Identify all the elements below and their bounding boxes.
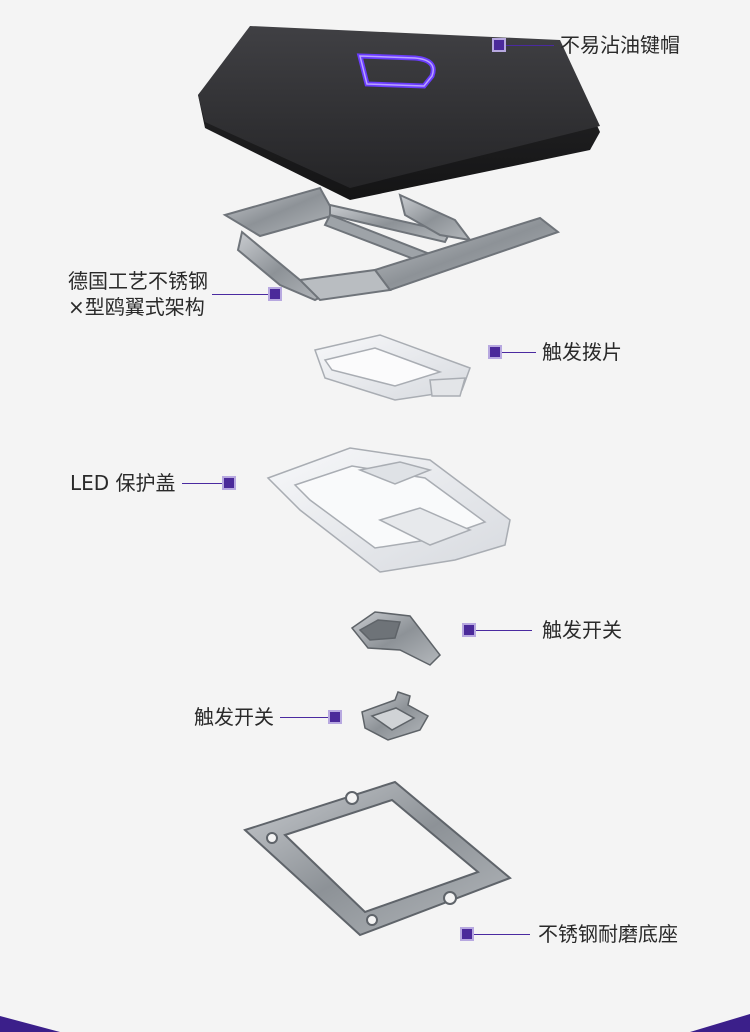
- leader-line: [181, 482, 222, 484]
- leader-line: [476, 629, 532, 631]
- led-cover: [266, 447, 511, 573]
- leader-line: [506, 44, 554, 46]
- trigger-switch-right: [350, 611, 441, 666]
- trigger-paddle: [314, 334, 471, 401]
- label-keycap: 不易沾油键帽: [560, 33, 680, 57]
- steel-base: [243, 780, 512, 937]
- callout-led-cover: LED 保护盖: [70, 470, 236, 496]
- leader-line: [212, 293, 268, 295]
- label-led-cover: LED 保护盖: [70, 471, 176, 495]
- label-frame-line1: 德国工艺不锈钢: [68, 269, 208, 293]
- marker-dot: [462, 623, 476, 637]
- marker-dot: [492, 38, 506, 52]
- leader-line: [280, 716, 328, 718]
- marker-dot: [460, 927, 474, 941]
- corner-accent-right: [690, 1014, 750, 1032]
- callout-switch-left: 触发开关: [194, 704, 342, 730]
- scissor-frame: [222, 186, 561, 302]
- keycap: [198, 26, 600, 200]
- callout-base: 不锈钢耐磨底座: [460, 921, 678, 947]
- trigger-switch-left: [361, 691, 430, 741]
- leader-line: [502, 351, 536, 353]
- marker-dot: [488, 345, 502, 359]
- label-trigger-paddle: 触发拨片: [542, 340, 622, 364]
- corner-accent-left: [0, 1016, 60, 1032]
- leader-line: [474, 933, 530, 935]
- callout-trigger-paddle: 触发拨片: [488, 339, 622, 365]
- label-switch-right: 触发开关: [542, 618, 622, 642]
- marker-dot: [221, 476, 236, 490]
- label-frame-line2: ×型鸥翼式架构: [68, 295, 205, 319]
- label-base: 不锈钢耐磨底座: [538, 922, 678, 946]
- callout-keycap: 不易沾油键帽: [492, 32, 680, 58]
- label-switch-left: 触发开关: [194, 705, 274, 729]
- callout-frame: 德国工艺不锈钢 ×型鸥翼式架构: [68, 268, 282, 320]
- callout-switch-right: 触发开关: [462, 617, 622, 643]
- marker-dot: [268, 287, 282, 301]
- marker-dot: [328, 710, 342, 724]
